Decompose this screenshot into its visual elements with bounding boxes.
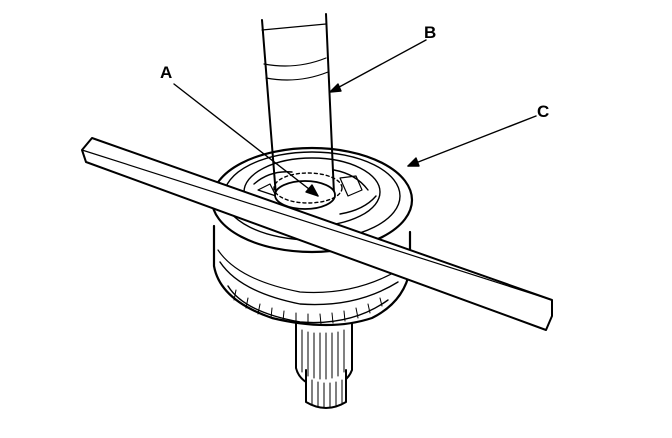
leader-line-b [329, 39, 427, 93]
callout-label-c: C [537, 102, 550, 121]
callout-label-b: B [424, 23, 437, 42]
axle-shaft [261, 13, 343, 210]
leader-arrow-c [407, 157, 420, 167]
callout-label-a: A [160, 63, 173, 82]
leader-line-c [407, 115, 537, 167]
straight-edge [81, 137, 553, 331]
leader-line-a [173, 83, 319, 197]
leader-lines [173, 39, 537, 197]
stub-shaft [295, 317, 353, 409]
leader-arrow-a [305, 184, 319, 197]
leader-arrow-b [329, 83, 342, 93]
